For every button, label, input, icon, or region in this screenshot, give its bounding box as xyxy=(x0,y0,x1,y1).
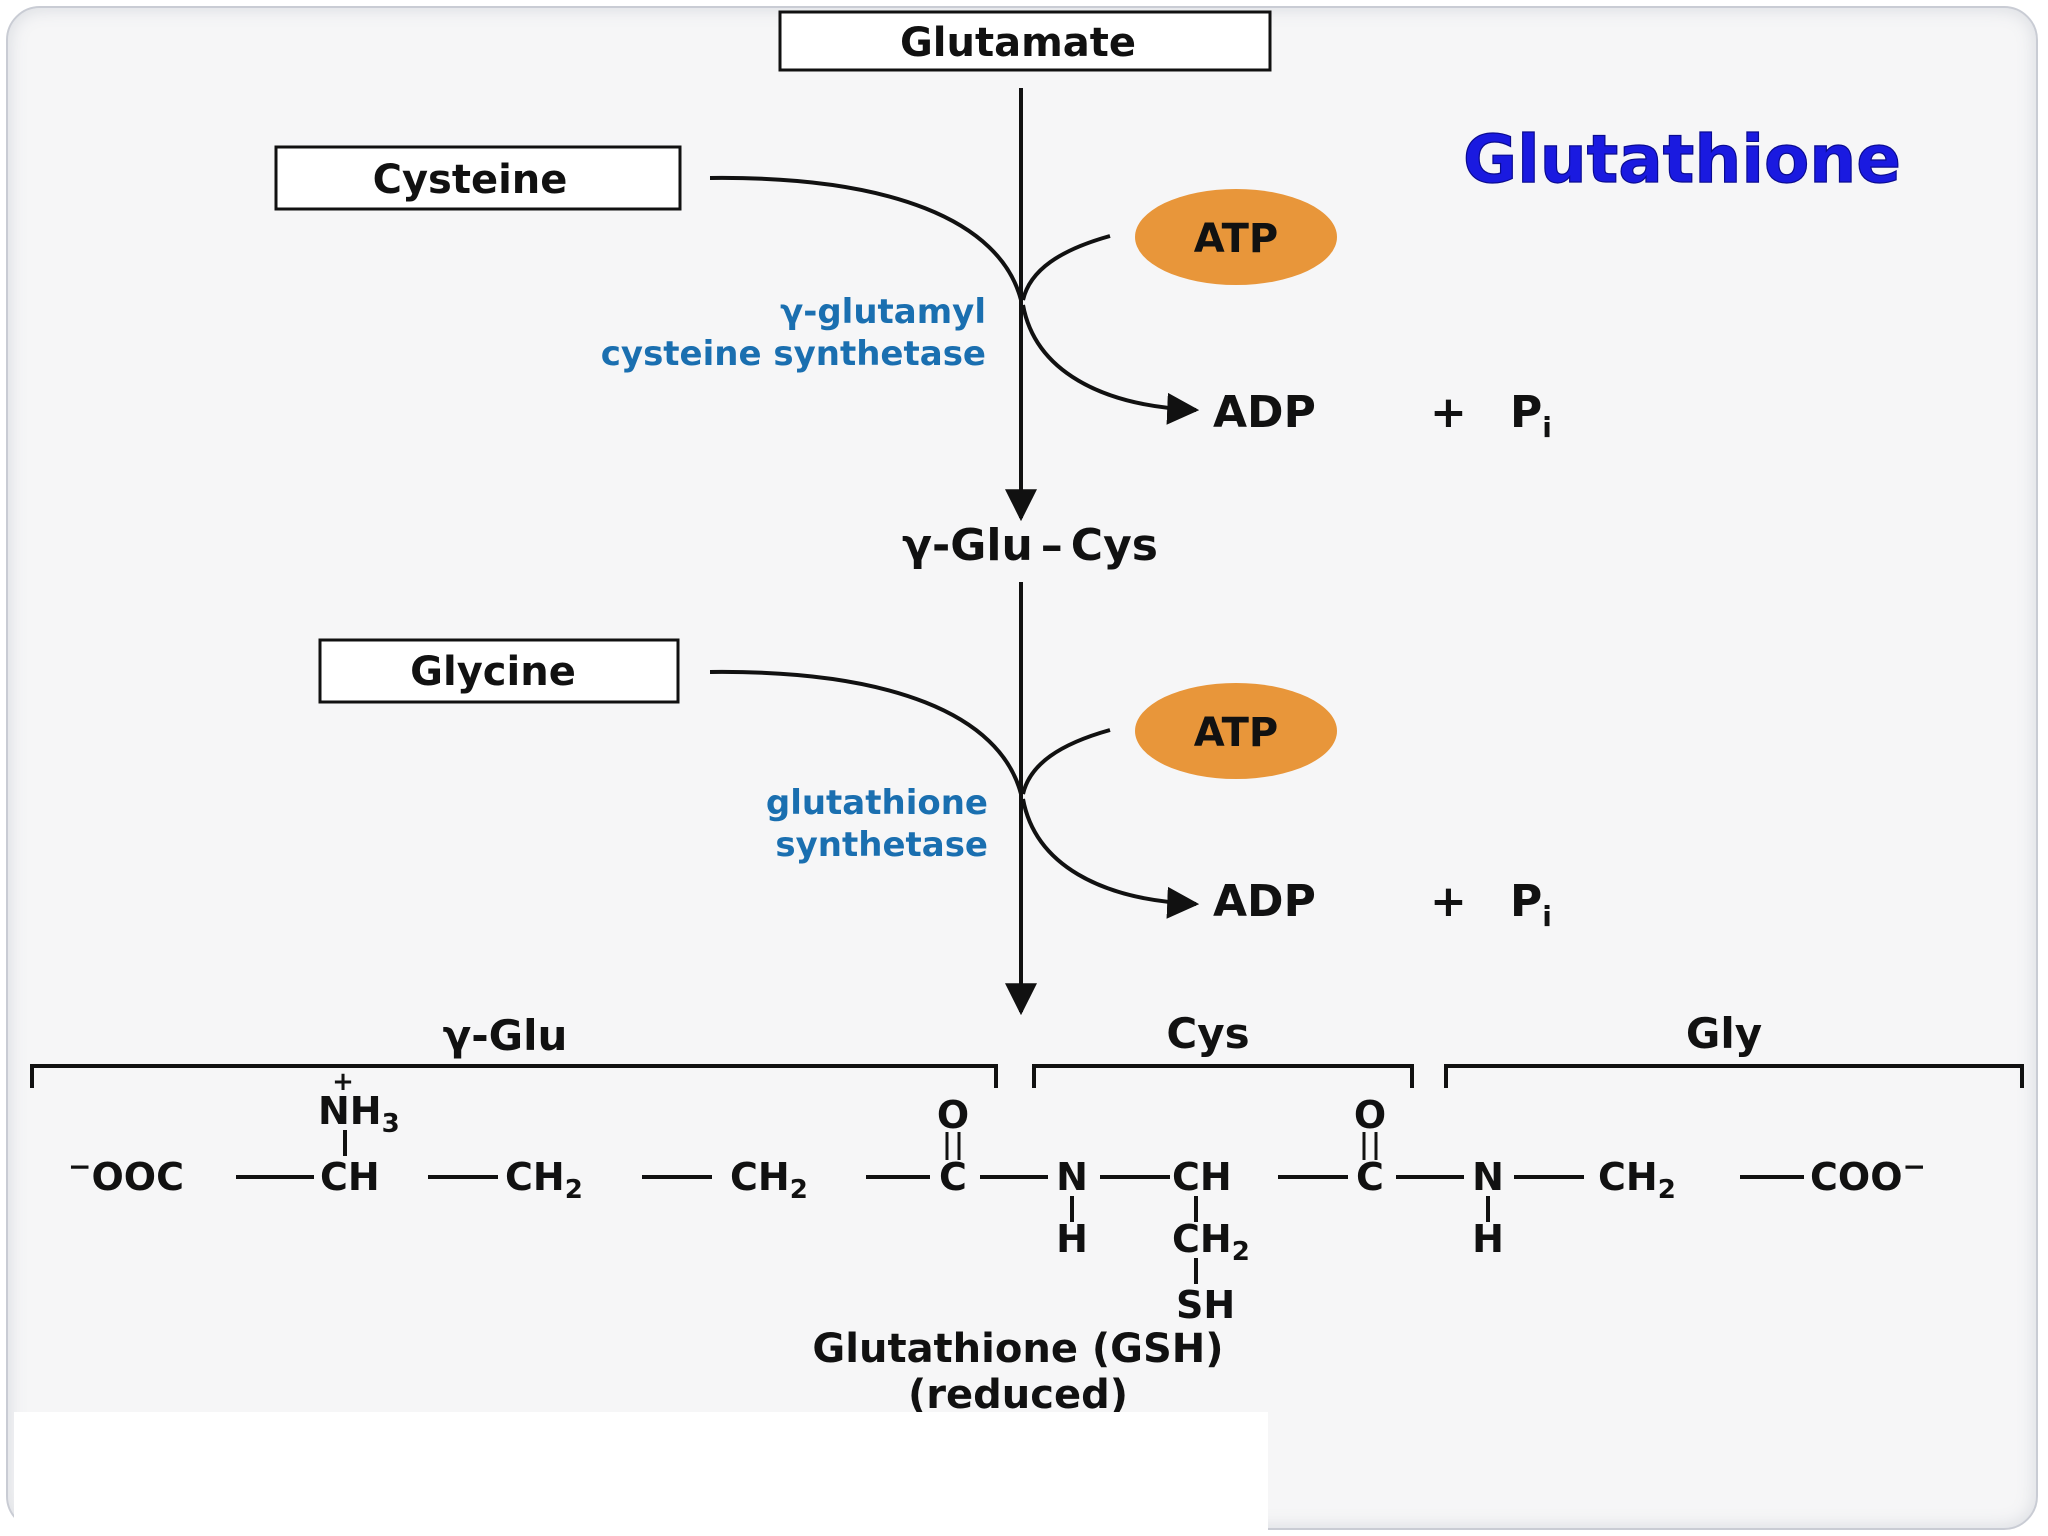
amide-n-1: N xyxy=(1056,1155,1088,1199)
carbonyl-c-1: C xyxy=(939,1155,967,1199)
enzyme-2-line1: glutathione xyxy=(766,783,988,823)
bracket-cys xyxy=(1032,1064,1414,1088)
atp-input-curve-1 xyxy=(1021,234,1111,301)
plus-1: + xyxy=(1430,387,1467,438)
glycine-label: Glycine xyxy=(410,649,576,695)
bracket-gly xyxy=(1444,1064,2024,1088)
glycine-box xyxy=(318,638,680,704)
plus-2: + xyxy=(1430,876,1467,927)
ch2-cys: CH2 xyxy=(1172,1217,1250,1267)
caption-line1: Glutathione (GSH) xyxy=(812,1326,1223,1372)
carbonyl-o-1: O xyxy=(937,1093,969,1137)
ammonium-plus: + xyxy=(332,1067,354,1097)
enzyme-2-line2: synthetase xyxy=(775,825,988,865)
glutamate-label: Glutamate xyxy=(900,20,1136,66)
adp-label-2: ADP xyxy=(1213,876,1316,927)
thiol-sh: SH xyxy=(1176,1283,1235,1327)
amide-n-2: N xyxy=(1472,1155,1504,1199)
adp-output-curve-1 xyxy=(1021,304,1200,425)
glutamate-box xyxy=(778,10,1272,72)
blank-overlay xyxy=(14,1412,1268,1536)
enzyme-1-line1: γ-glutamyl xyxy=(780,292,986,332)
ammonium-group: NH3 xyxy=(318,1089,400,1139)
residue-label-cys: Cys xyxy=(1166,1009,1249,1058)
enzyme-1-line2: cysteine synthetase xyxy=(601,334,986,374)
carbonyl-c-2: C xyxy=(1356,1155,1384,1199)
ch2-glu-1: CH2 xyxy=(505,1155,583,1205)
glutathione-structure: + NH3 O O −OOC CH CH2 CH2 C N H CH CH2 S… xyxy=(68,1067,1926,1327)
pi-label-1: Pi xyxy=(1510,387,1552,444)
alpha-ch-glu: CH xyxy=(320,1155,380,1199)
glycine-input-curve xyxy=(709,669,1023,795)
atp-label-1: ATP xyxy=(1194,216,1278,262)
cysteine-label: Cysteine xyxy=(373,157,568,203)
residue-label-gamma-glu: γ-Glu xyxy=(443,1011,568,1060)
slide-title: Glutathione xyxy=(1463,121,1901,198)
amide-h-1: H xyxy=(1056,1217,1088,1261)
atp-input-curve-2 xyxy=(1021,728,1111,795)
adp-label-1: ADP xyxy=(1213,387,1316,438)
intermediate-gamma-glu-cys: γ-Glu–Cys xyxy=(902,520,1158,571)
residue-label-gly: Gly xyxy=(1686,1009,1762,1058)
ch2-gly: CH2 xyxy=(1598,1155,1676,1205)
carbonyl-o-2: O xyxy=(1354,1093,1386,1137)
ch2-glu-2: CH2 xyxy=(730,1155,808,1205)
pi-label-2: Pi xyxy=(1510,876,1552,933)
amide-h-2: H xyxy=(1472,1217,1504,1261)
bracket-gamma-glu xyxy=(30,1064,998,1088)
carboxylate-right: COO− xyxy=(1810,1150,1926,1199)
atp-label-2: ATP xyxy=(1194,710,1278,756)
atp-badge-1 xyxy=(1135,189,1337,285)
adp-output-curve-2 xyxy=(1021,798,1200,919)
cysteine-input-curve xyxy=(709,175,1023,301)
atp-badge-2 xyxy=(1135,683,1337,779)
cysteine-box xyxy=(274,145,682,211)
caption-line2: (reduced) xyxy=(908,1372,1128,1418)
alpha-ch-cys: CH xyxy=(1172,1155,1232,1199)
carboxylate-left: −OOC xyxy=(68,1150,184,1199)
